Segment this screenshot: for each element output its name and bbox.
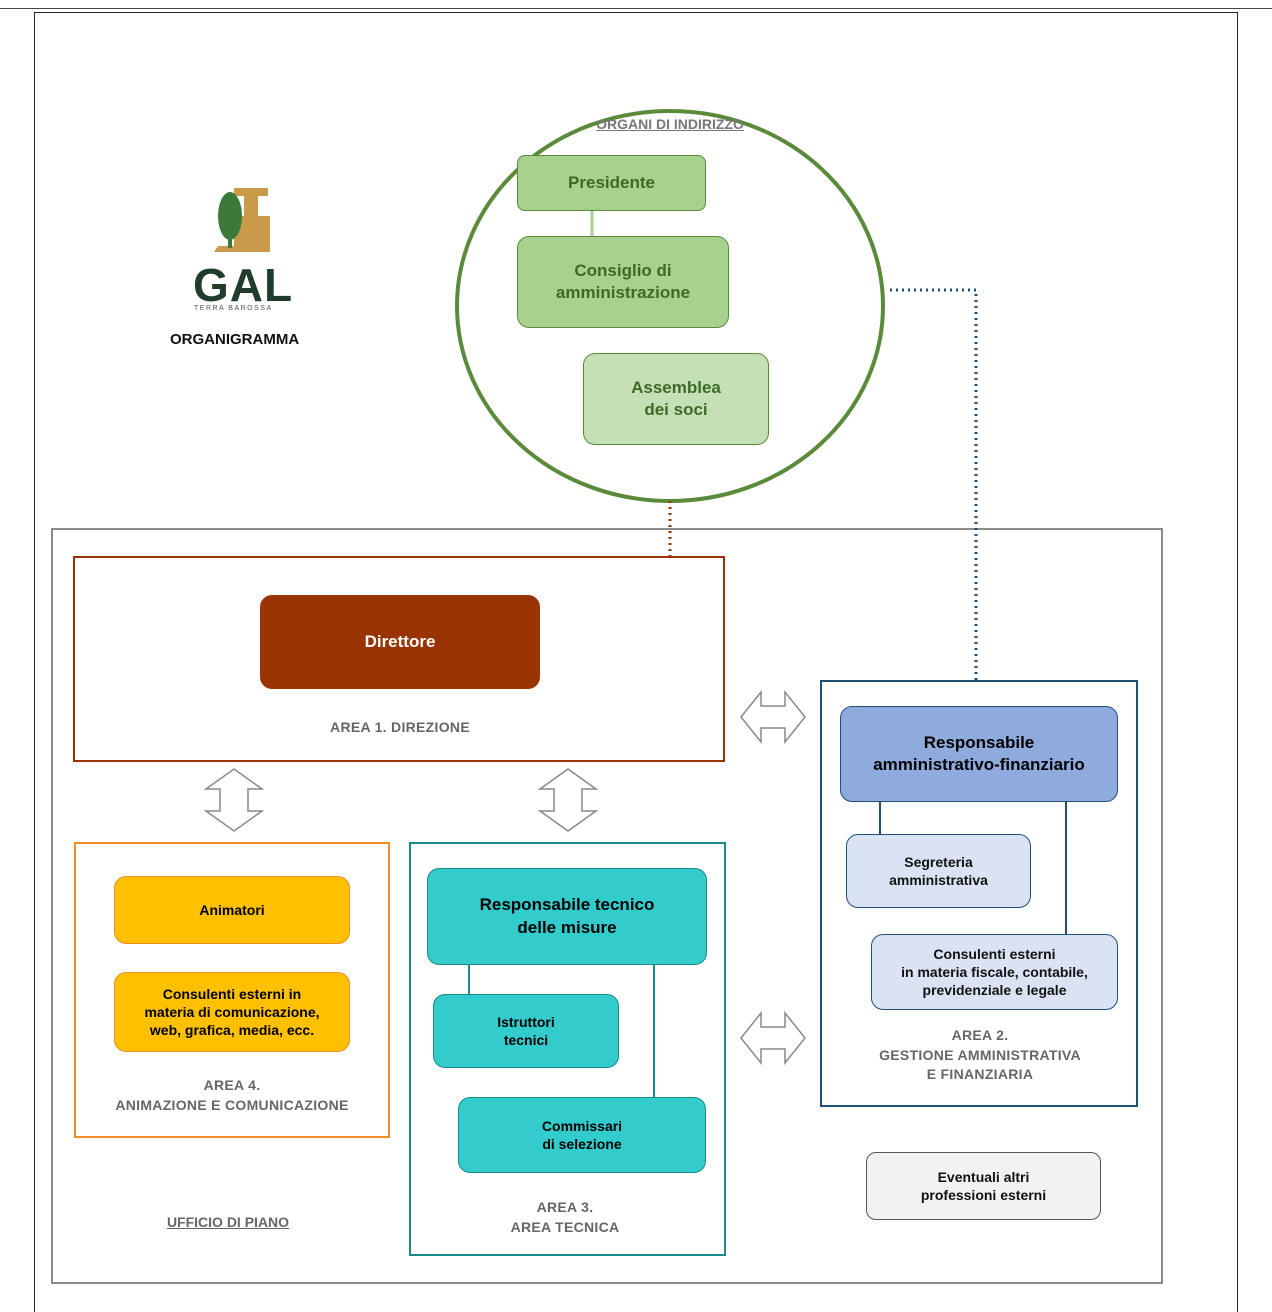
animatori-box: Animatori [114, 876, 350, 944]
arrow-area1-area3 [537, 768, 599, 832]
area2-caption: AREA 2. GESTIONE AMMINISTRATIVA E FINANZ… [879, 1027, 1081, 1083]
arrow-area1-area4 [203, 768, 265, 832]
page-top-rule [0, 8, 1272, 9]
area4-frame [74, 842, 390, 1138]
page-title: ORGANIGRAMMA [170, 331, 300, 348]
organi-title: ORGANI DI INDIRIZZO [596, 116, 744, 132]
arrow-area1-area2 [740, 689, 806, 745]
assemblea-box: Assemblea dei soci [583, 353, 769, 445]
direttore-box: Direttore [260, 595, 540, 689]
arrow-area3-area2 [740, 1010, 806, 1066]
logo-subtext: TERRA BAROSSA [194, 305, 273, 311]
ufficio-label: UFFICIO DI PIANO [166, 1214, 290, 1230]
consiglio-box: Consiglio di amministrazione [517, 236, 729, 328]
ufficio-frame [51, 528, 1163, 1284]
consulenti-amm-box: Consulenti esterni in materia fiscale, c… [871, 934, 1118, 1010]
page-frame [34, 12, 1238, 1312]
altri-box: Eventuali altri professioni esterni [866, 1152, 1101, 1220]
area1-frame [73, 556, 725, 762]
area1-caption: AREA 1. DIREZIONE [330, 719, 470, 735]
area4-caption: AREA 4. ANIMAZIONE E COMUNICAZIONE [115, 1077, 349, 1113]
tree-tower-icon [214, 188, 270, 252]
logo-text: GAL [193, 259, 294, 311]
istruttori-box: Istruttori tecnici [433, 994, 619, 1068]
resp-tecnico-box: Responsabile tecnico delle misure [427, 868, 707, 965]
area3-caption: AREA 3. AREA TECNICA [510, 1199, 620, 1235]
presidente-box: Presidente [517, 155, 706, 211]
segreteria-box: Segreteria amministrativa [846, 834, 1031, 908]
consulenti-com-box: Consulenti esterni in materia di comunic… [114, 972, 350, 1052]
gal-logo: GAL TERRA BAROSSA [188, 180, 294, 311]
area2-frame [820, 680, 1138, 1107]
area3-frame [409, 842, 726, 1256]
resp-amm-box: Responsabile amministrativo-finanziario [840, 706, 1118, 802]
commissari-box: Commissari di selezione [458, 1097, 706, 1173]
